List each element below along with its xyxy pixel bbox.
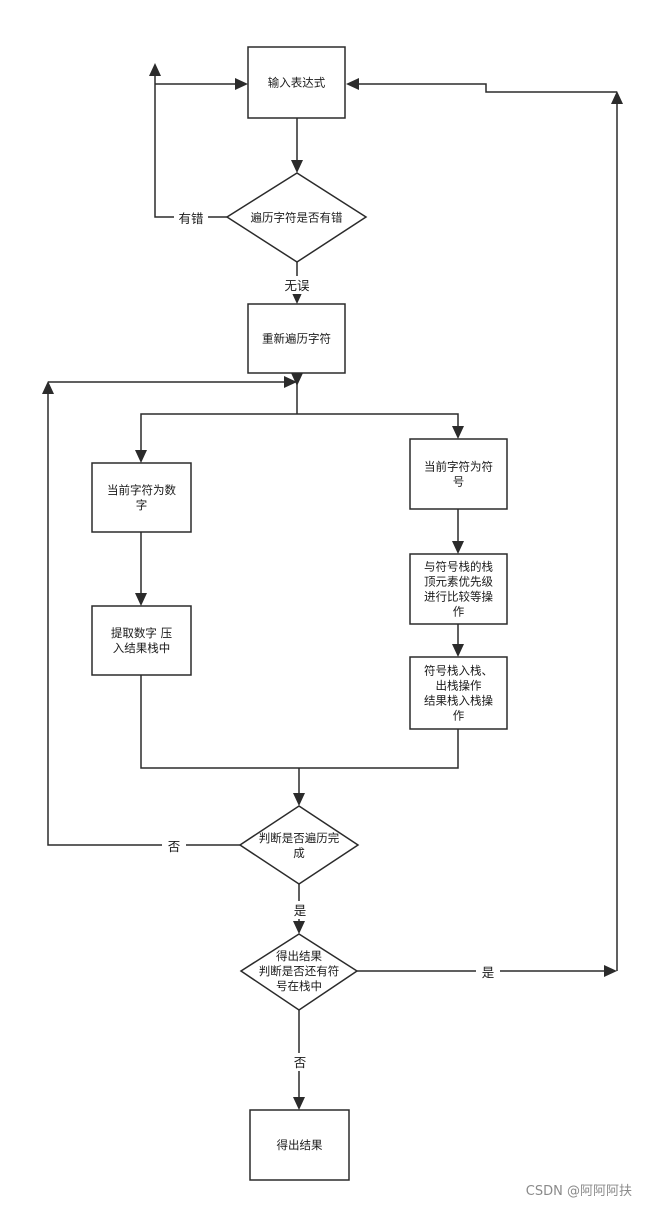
watermark: CSDN @阿阿阿扶 — [525, 1184, 632, 1199]
arrowhead — [135, 593, 147, 606]
node-label-line: 得出结果 — [276, 949, 322, 963]
node-done-check: 判断是否遍历完成 — [238, 805, 360, 885]
node-compare: 与符号栈的栈顶元素优先级进行比较等操作 — [409, 553, 508, 625]
node-input: 输入表达式 — [247, 46, 346, 119]
svg-text:重新遍历字符: 重新遍历字符 — [262, 332, 331, 346]
node-label-line: 符号栈入栈、 — [424, 664, 493, 678]
node-label-line: 进行比较等操 — [424, 590, 493, 604]
edge-yes-back — [359, 83, 617, 93]
arrowhead — [291, 160, 303, 173]
node-label-line: 号在栈中 — [276, 979, 322, 993]
edge-stackops-to-merge — [299, 729, 459, 769]
arrowhead — [293, 921, 305, 934]
arrowhead — [42, 381, 54, 394]
svg-text:输入表达式: 输入表达式 — [268, 76, 326, 90]
node-label-line: 判断是否还有符 — [259, 964, 340, 978]
node-label-line: 号 — [453, 475, 465, 489]
node-result-check: 得出结果判断是否还有符号在栈中 — [239, 933, 359, 1011]
arrowhead — [452, 426, 464, 439]
label-no-symbol: 否 — [294, 1055, 307, 1070]
svg-text:当前字符为数字: 当前字符为数字 — [107, 483, 176, 512]
arrowhead — [611, 91, 623, 104]
node-label-line: 提取数字 压 — [111, 626, 172, 640]
node-check: 遍历字符是否有错 — [225, 172, 368, 263]
node-label-line: 入结果栈中 — [113, 641, 171, 655]
svg-text:遍历字符是否有错: 遍历字符是否有错 — [251, 211, 343, 225]
arrowhead — [452, 541, 464, 554]
node-stack-ops: 符号栈入栈、出栈操作结果栈入栈操作 — [409, 656, 508, 730]
arrowhead — [291, 373, 303, 386]
node-label-line: 结果栈入栈操 — [424, 694, 493, 708]
node-is-number: 当前字符为数字 — [91, 462, 192, 533]
edge-push-to-merge — [140, 675, 299, 769]
node-is-symbol: 当前字符为符号 — [409, 438, 508, 510]
arrowhead — [235, 78, 248, 90]
arrowhead — [149, 63, 161, 76]
svg-text:当前字符为符号: 当前字符为符号 — [424, 460, 493, 489]
node-label-line: 得出结果 — [277, 1138, 323, 1152]
label-has-error: 有错 — [178, 211, 203, 226]
node-label-line: 成 — [293, 846, 305, 860]
edge-error-loop — [154, 75, 228, 218]
node-reread: 重新遍历字符 — [247, 303, 346, 374]
label-no-error: 无误 — [284, 278, 310, 293]
svg-text:符号栈入栈、出栈操作结果栈入栈操作: 符号栈入栈、出栈操作结果栈入栈操作 — [424, 664, 493, 723]
node-label-line: 当前字符为符 — [424, 460, 493, 474]
node-label-line: 重新遍历字符 — [262, 332, 331, 346]
arrowhead — [604, 965, 617, 977]
arrowhead — [284, 376, 297, 388]
arrowhead — [293, 793, 305, 806]
svg-text:得出结果: 得出结果 — [277, 1138, 323, 1152]
arrowhead — [135, 450, 147, 463]
svg-text:得出结果判断是否还有符号在栈中: 得出结果判断是否还有符号在栈中 — [259, 949, 340, 993]
label-done-yes: 是 — [294, 903, 307, 918]
node-label-line: 与符号栈的栈 — [424, 560, 493, 574]
edge-split — [140, 413, 459, 450]
arrowhead — [346, 78, 359, 90]
node-label-line: 判断是否遍历完 — [259, 831, 340, 845]
svg-text:与符号栈的栈顶元素优先级进行比较等操作: 与符号栈的栈顶元素优先级进行比较等操作 — [424, 560, 493, 619]
arrowhead — [291, 291, 303, 304]
edge-labels: 有错 无误 否 是 是 否 — [162, 209, 500, 1071]
node-label-line: 作 — [453, 605, 465, 619]
node-label-line: 输入表达式 — [268, 76, 326, 90]
node-result: 得出结果 — [249, 1109, 350, 1181]
arrowhead — [293, 1097, 305, 1110]
node-label-line: 当前字符为数 — [107, 483, 176, 497]
svg-text:提取数字 压入结果栈中: 提取数字 压入结果栈中 — [111, 626, 172, 655]
node-label-line: 顶元素优先级 — [424, 575, 493, 589]
node-label-line: 字 — [136, 498, 148, 512]
label-has-symbol-yes: 是 — [482, 965, 495, 980]
node-label-line: 遍历字符是否有错 — [251, 211, 343, 225]
node-push-number: 提取数字 压入结果栈中 — [91, 605, 192, 676]
arrowhead — [452, 644, 464, 657]
node-label-line: 作 — [453, 709, 465, 723]
svg-text:判断是否遍历完成: 判断是否遍历完成 — [259, 831, 340, 860]
node-label-line: 出栈操作 — [436, 679, 482, 693]
label-not-done: 否 — [168, 839, 181, 854]
